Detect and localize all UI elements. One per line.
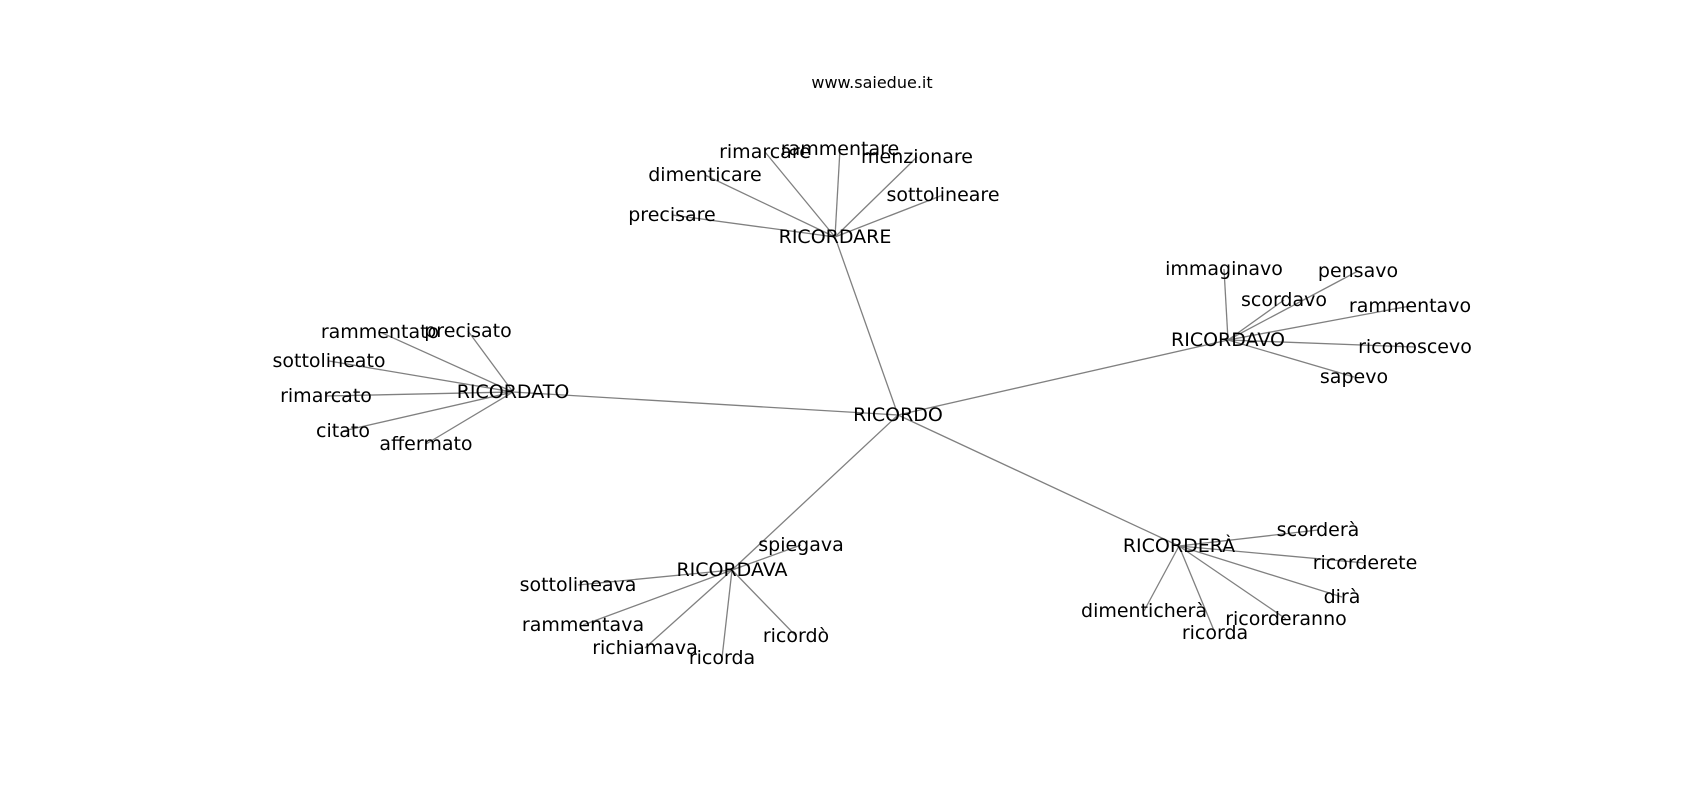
edge-ricordera-to-scordera bbox=[1178, 529, 1319, 547]
leaf-node-label-ricordavo-sapevo: sapevo bbox=[1320, 366, 1388, 388]
leaf-node-label-ricordare-dimenticare: dimenticare bbox=[648, 164, 761, 186]
edge-ricordava-to-sottolineava bbox=[577, 569, 733, 586]
edge-ricordera-to-ricorda bbox=[1178, 545, 1216, 634]
leaf-node-label-ricordera-ricorderete: ricorderete bbox=[1313, 552, 1418, 574]
leaf-node-label-ricordato-precisato: precisato bbox=[424, 320, 512, 342]
edge-ricordera-to-dimentichera bbox=[1143, 545, 1180, 612]
edge-ricordato-to-affermato bbox=[425, 391, 514, 445]
leaf-node-label-ricordare-precisare: precisare bbox=[628, 204, 716, 226]
leaf-node-label-ricordavo-rammentavo: rammentavo bbox=[1349, 295, 1471, 317]
leaf-node-label-ricordera-dimentichera: dimenticherà bbox=[1081, 600, 1207, 622]
hub-node-label-ricordera: RICORDERÀ bbox=[1123, 534, 1235, 557]
edge-ricordavo-to-rammentavo bbox=[1227, 305, 1411, 341]
edge-ricordare-to-dimenticare bbox=[704, 174, 836, 238]
edge-ricordera-to-ricorderanno bbox=[1178, 545, 1287, 620]
edge-ricordavo-to-immaginavo bbox=[1223, 268, 1229, 341]
leaf-node-label-ricordava-rammentava: rammentava bbox=[522, 614, 644, 636]
edge-ricordato-to-precisato bbox=[467, 330, 514, 393]
leaf-node-label-ricordato-sottolineato: sottolineato bbox=[272, 350, 385, 372]
edge-ricordare-to-precisare bbox=[671, 214, 836, 238]
hub-node-label-ricordava: RICORDAVA bbox=[676, 559, 787, 581]
edge-ricordava-to-spiegava bbox=[731, 544, 802, 571]
leaf-node-label-ricordera-dira: dirà bbox=[1324, 586, 1361, 608]
edge-ricordato-to-rimarcato bbox=[325, 391, 514, 397]
edge-ricordare-to-rimarcare bbox=[764, 151, 836, 238]
edge-ricordavo-to-pensavo bbox=[1227, 270, 1359, 341]
edge-ricordava-to-rammentava bbox=[582, 569, 733, 626]
hub-node-label-ricordavo: RICORDAVO bbox=[1171, 329, 1285, 351]
edge-ricordato-to-citato bbox=[342, 391, 514, 432]
leaf-node-label-ricordato-rammentato: rammentato bbox=[321, 321, 439, 343]
edge-root-to-ricordare bbox=[834, 236, 899, 416]
leaf-node-label-ricordava-ricorda: ricorda bbox=[689, 647, 755, 669]
leaf-node-label-ricordavo-riconoscevo: riconoscevo bbox=[1358, 336, 1472, 358]
leaf-node-label-ricordavo-scordavo: scordavo bbox=[1241, 289, 1327, 311]
leaf-node-label-ricordavo-immaginavo: immaginavo bbox=[1165, 258, 1283, 280]
edge-root-to-ricordera bbox=[897, 414, 1180, 547]
leaf-node-label-ricordava-spiegava: spiegava bbox=[758, 534, 844, 556]
edge-ricordato-to-sottolineato bbox=[328, 360, 514, 393]
leaf-node-label-ricordavo-pensavo: pensavo bbox=[1318, 260, 1398, 282]
leaf-node-label-ricordare-menzionare: menzionare bbox=[861, 146, 973, 168]
leaf-node-label-ricordera-ricorda: ricorda bbox=[1182, 622, 1248, 644]
leaf-node-label-ricordato-rimarcato: rimarcato bbox=[280, 385, 372, 407]
graph-title: www.saiedue.it bbox=[811, 73, 932, 92]
leaf-node-label-ricordato-affermato: affermato bbox=[379, 433, 472, 455]
edge-ricordavo-to-riconoscevo bbox=[1227, 339, 1416, 348]
leaf-node-label-ricordava-richiamava: richiamava bbox=[592, 637, 698, 659]
root-node-label: RICORDO bbox=[853, 404, 943, 426]
edge-ricordare-to-rammentare bbox=[834, 148, 841, 238]
edge-root-to-ricordava bbox=[731, 414, 899, 571]
leaf-node-label-ricordare-sottolineare: sottolineare bbox=[886, 184, 999, 206]
edge-root-to-ricordato bbox=[512, 391, 899, 416]
edge-ricordavo-to-scordavo bbox=[1227, 299, 1285, 341]
edge-ricordato-to-rammentato bbox=[379, 331, 514, 393]
edge-ricordera-to-ricorderete bbox=[1178, 545, 1366, 564]
edge-ricordava-to-ricorda bbox=[721, 569, 733, 659]
hub-node-label-ricordato: RICORDATO bbox=[457, 381, 570, 403]
edge-ricordare-to-sottolineare bbox=[834, 194, 944, 238]
edges-layer bbox=[325, 148, 1416, 659]
leaf-node-label-ricordato-citato: citato bbox=[316, 420, 370, 442]
leaf-node-label-ricordava-sottolineava: sottolineava bbox=[520, 574, 637, 596]
edge-ricordera-to-dira bbox=[1178, 545, 1343, 598]
hub-node-label-ricordare: RICORDARE bbox=[779, 226, 892, 248]
leaf-node-label-ricordare-rammentare: rammentare bbox=[781, 138, 899, 160]
leaf-node-label-ricordare-rimarcare: rimarcare bbox=[719, 141, 811, 163]
edge-root-to-ricordavo bbox=[897, 339, 1229, 416]
leaf-node-label-ricordera-scordera: scorderà bbox=[1277, 519, 1360, 541]
leaf-node-label-ricordava-ricordo: ricordò bbox=[763, 625, 829, 647]
edge-ricordava-to-ricordo bbox=[731, 569, 797, 637]
edge-ricordare-to-menzionare bbox=[834, 156, 918, 238]
leaf-node-label-ricordera-ricorderanno: ricorderanno bbox=[1225, 608, 1347, 630]
edge-ricordava-to-richiamava bbox=[644, 569, 733, 649]
edge-ricordavo-to-sapevo bbox=[1227, 339, 1355, 378]
